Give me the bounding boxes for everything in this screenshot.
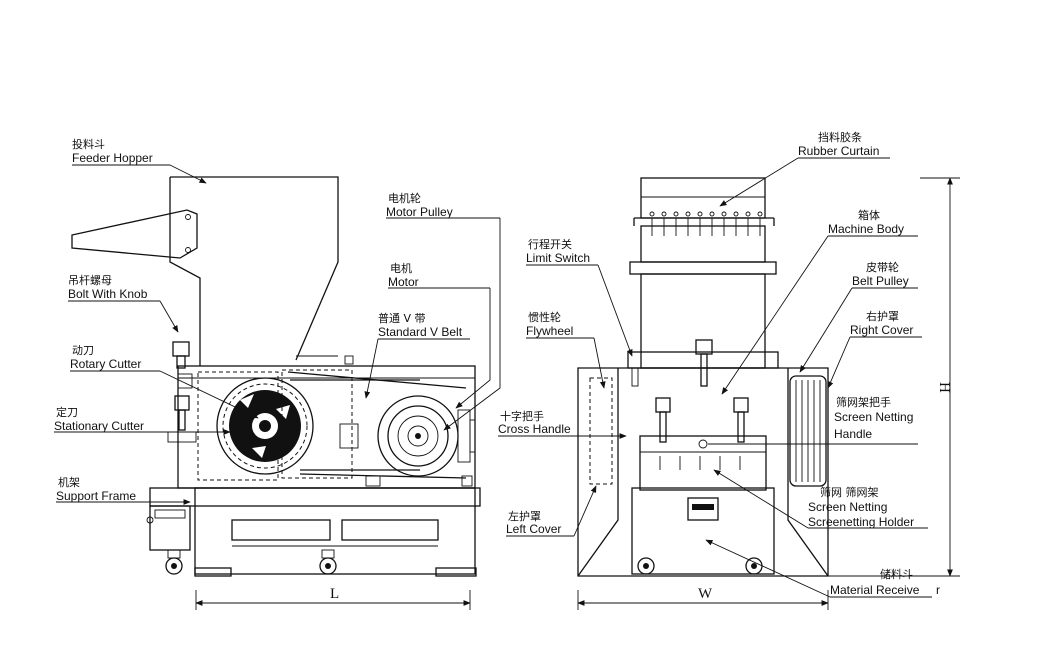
label-motor: 电机 Motor [388, 261, 419, 289]
label-belt-pulley: 皮带轮 Belt Pulley [852, 260, 909, 288]
svg-text:Left Cover: Left Cover [506, 522, 561, 536]
svg-text:行程开关: 行程开关 [528, 237, 572, 251]
svg-text:Motor: Motor [388, 275, 419, 289]
svg-text:Material Receive: Material Receive [830, 583, 920, 597]
label-machine-body: 箱体 Machine Body [828, 208, 904, 236]
svg-text:Limit Switch: Limit Switch [526, 251, 590, 265]
svg-text:动刀: 动刀 [72, 344, 94, 357]
label-screen-netting-holder: 筛网 筛网架 Screen Netting Screenetting Holde… [808, 485, 914, 529]
svg-text:机架: 机架 [58, 475, 80, 489]
label-rotary-cutter: 动刀 Rotary Cutter [70, 344, 141, 371]
feeder-hopper-drawing [71, 176, 354, 366]
dimension-width: W [698, 586, 713, 602]
front-view [577, 177, 960, 610]
svg-text:定刀: 定刀 [56, 405, 78, 419]
leader-lines [54, 157, 932, 598]
svg-text:Stationary Cutter: Stationary Cutter [54, 419, 144, 433]
rubber-curtain-drawing [649, 211, 763, 236]
svg-text:Motor Pulley: Motor Pulley [386, 205, 453, 219]
svg-text:Screen Netting: Screen Netting [834, 410, 913, 424]
svg-text:普通 V 带: 普通 V 带 [378, 311, 426, 325]
svg-text:Rubber Curtain: Rubber Curtain [798, 144, 879, 158]
dimension-height: H [936, 382, 952, 393]
svg-text:Right Cover: Right Cover [850, 323, 913, 337]
rotary-cutter-drawing [216, 377, 314, 475]
svg-text:箱体: 箱体 [858, 208, 880, 222]
label-left-cover: 左护罩 Left Cover [506, 509, 561, 536]
label-support-frame: 机架 Support Frame [56, 475, 136, 503]
svg-text:电机轮: 电机轮 [388, 191, 421, 205]
screen-handle-drawing [655, 397, 749, 443]
svg-text:Bolt With Knob: Bolt With Knob [68, 287, 148, 301]
svg-text:皮带轮: 皮带轮 [866, 260, 899, 274]
label-rubber-curtain: 挡料胶条 Rubber Curtain [798, 130, 879, 158]
svg-text:Belt Pulley: Belt Pulley [852, 274, 909, 288]
svg-text:筛网架把手: 筛网架把手 [836, 395, 891, 409]
svg-text:右护罩: 右护罩 [866, 309, 899, 323]
svg-text:Screen Netting: Screen Netting [808, 500, 887, 514]
label-feeder-hopper: 投料斗 Feeder Hopper [72, 137, 153, 165]
svg-text:Feeder Hopper: Feeder Hopper [72, 151, 153, 165]
svg-text:电机: 电机 [390, 261, 412, 275]
side-view [71, 176, 481, 610]
label-motor-pulley: 电机轮 Motor Pulley [386, 191, 453, 219]
svg-text:左护罩: 左护罩 [508, 509, 541, 523]
svg-text:Standard V Belt: Standard V Belt [378, 325, 463, 339]
svg-text:惯性轮: 惯性轮 [528, 310, 561, 324]
svg-text:Cross Handle: Cross Handle [498, 422, 571, 436]
svg-text:Flywheel: Flywheel [526, 324, 573, 338]
svg-text:投料斗: 投料斗 [72, 137, 105, 151]
label-limit-switch: 行程开关 Limit Switch [526, 237, 590, 265]
label-right-cover: 右护罩 Right Cover [850, 309, 913, 337]
svg-text:Machine Body: Machine Body [828, 222, 904, 236]
svg-text:Screenetting Holder: Screenetting Holder [808, 515, 914, 529]
label-bolt-with-knob: 吊杆螺母 Bolt With Knob [68, 273, 148, 301]
label-standard-v-belt: 普通 V 带 Standard V Belt [378, 311, 463, 339]
dimension-length: L [330, 586, 339, 602]
svg-text:吊杆螺母: 吊杆螺母 [68, 273, 112, 287]
dimension-suffix: r [936, 583, 940, 597]
support-frame-drawing [146, 487, 481, 577]
belt-pulley-drawing [789, 375, 827, 487]
svg-text:Rotary Cutter: Rotary Cutter [70, 357, 141, 371]
label-stationary-cutter: 定刀 Stationary Cutter [54, 405, 144, 433]
svg-text:筛网 筛网架: 筛网 筛网架 [820, 485, 879, 499]
svg-text:Support Frame: Support Frame [56, 489, 136, 503]
svg-text:Handle: Handle [834, 427, 872, 441]
bolt-drawing [167, 341, 197, 443]
svg-text:储料斗: 储料斗 [880, 567, 913, 581]
svg-text:十字把手: 十字把手 [500, 409, 544, 423]
label-cross-handle: 十字把手 Cross Handle [498, 409, 571, 436]
label-flywheel: 惯性轮 Flywheel [526, 310, 573, 338]
svg-text:挡料胶条: 挡料胶条 [818, 130, 862, 144]
label-screen-netting-handle: 筛网架把手 Screen Netting Handle [834, 395, 913, 441]
label-material-receive: 储料斗 Material Receive [830, 567, 920, 597]
motor-drawing [365, 395, 476, 487]
